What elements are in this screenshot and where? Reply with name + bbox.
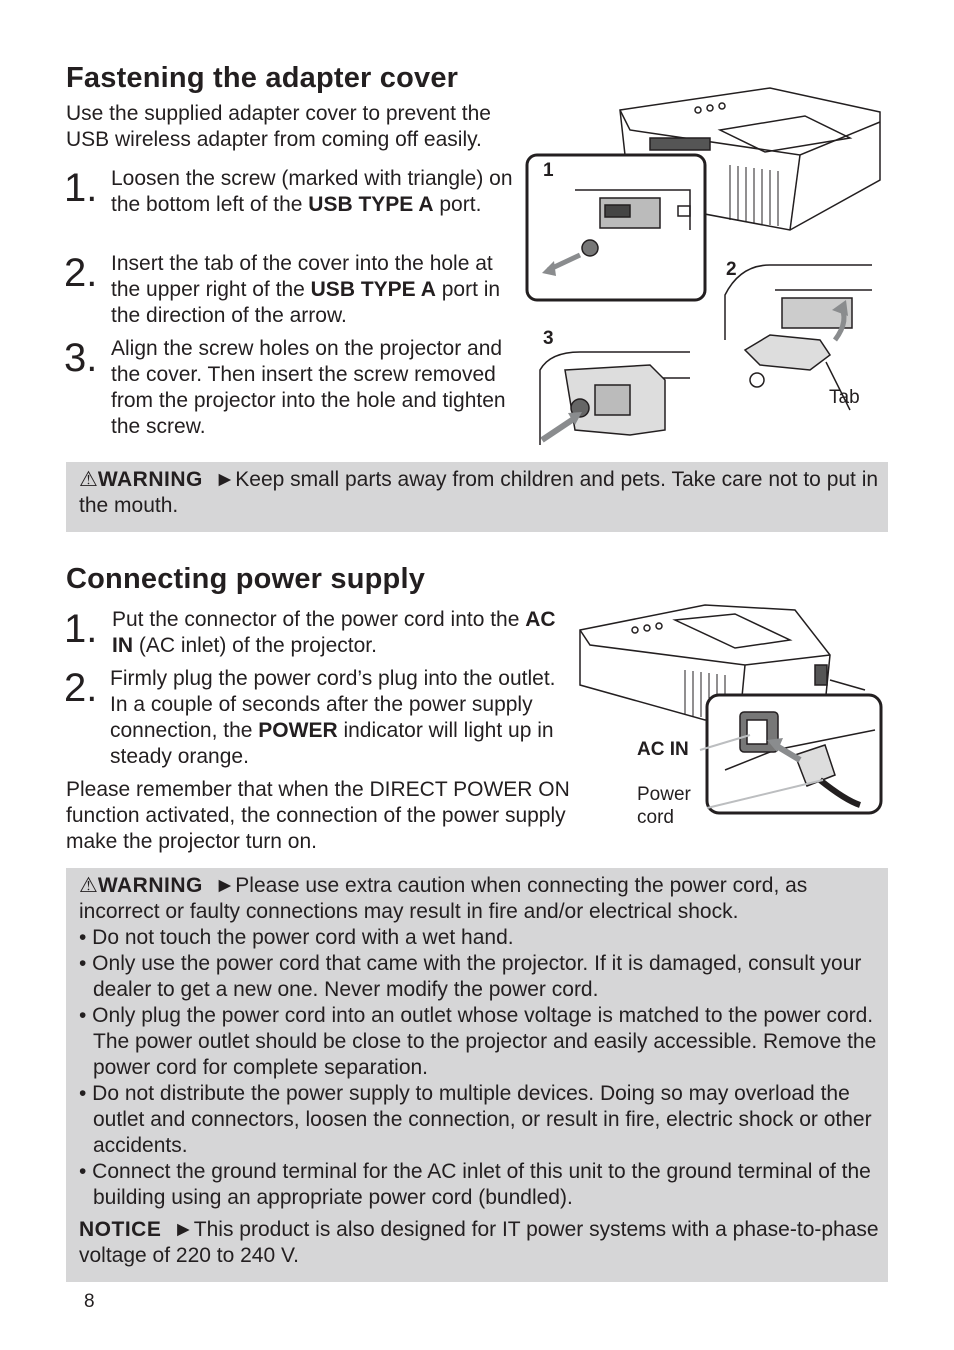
figure-label-power-cord: Power cord: [637, 784, 691, 828]
direct-power-on-note: Please remember that when the DIRECT POW…: [66, 778, 570, 853]
step-text: Loosen the screw (marked with triangle) …: [111, 167, 513, 216]
power-step-1: 1. Put the connector of the power cord i…: [64, 607, 564, 663]
warning-bullet: • Only use the power cord that came with…: [79, 952, 862, 1001]
adapter-step-1: 1. Loosen the screw (marked with triangl…: [64, 166, 524, 246]
figure-label-3: 3: [543, 328, 554, 349]
adapter-cover-intro: Use the supplied adapter cover to preven…: [66, 102, 491, 151]
step-text: Align the screw holes on the projector a…: [111, 337, 506, 438]
step-number: 1.: [64, 607, 98, 651]
warning-content: ⚠WARNING ►Please use extra caution when …: [79, 873, 879, 1269]
power-supply-illustration: [579, 604, 883, 815]
notice-text: NOTICE ►This product is also designed fo…: [79, 1218, 879, 1267]
step-number: 1.: [64, 166, 98, 210]
power-step-2: 2. Firmly plug the power cord’s plug int…: [64, 666, 574, 771]
warning-bullet: • Only plug the power cord into an outle…: [79, 1004, 877, 1079]
warning-intro: ⚠WARNING ►Please use extra caution when …: [79, 874, 808, 923]
step-number: 2.: [64, 666, 98, 710]
warning-icon: ⚠: [79, 874, 98, 897]
warning-label: WARNING: [97, 468, 203, 491]
warning-bullet: • Do not touch the power cord with a wet…: [79, 926, 514, 949]
step-text: Put the connector of the power cord into…: [112, 608, 556, 657]
warning-box-small-parts: ⚠WARNING ►Keep small parts away from chi…: [66, 462, 888, 532]
warning-bullet: • Do not distribute the power supply to …: [79, 1082, 872, 1157]
section-title-adapter-cover: Fastening the adapter cover: [66, 62, 459, 94]
warning-text: ⚠WARNING ►Keep small parts away from chi…: [79, 468, 879, 517]
warning-icon: ⚠: [79, 468, 98, 491]
warning-label: WARNING: [97, 874, 203, 897]
adapter-cover-illustration: [525, 87, 881, 445]
warning-bullet: • Connect the ground terminal for the AC…: [79, 1160, 871, 1209]
figure-label-1: 1: [543, 160, 554, 181]
figure-label-tab: Tab: [829, 387, 860, 408]
step-number: 2.: [64, 251, 98, 295]
page-number: 8: [84, 1291, 95, 1312]
adapter-step-2: 2. Insert the tab of the cover into the …: [64, 251, 524, 331]
step-text: Insert the tab of the cover into the hol…: [111, 252, 501, 327]
notice-label: NOTICE: [79, 1218, 162, 1241]
figure-label-2: 2: [726, 259, 737, 280]
step-number: 3.: [64, 336, 98, 380]
step-text: Firmly plug the power cord’s plug into t…: [110, 667, 556, 768]
warning-box-power-cord: ⚠WARNING ►Please use extra caution when …: [66, 868, 888, 1282]
section-title-power-supply: Connecting power supply: [66, 563, 426, 595]
figure-label-ac-in: AC IN: [637, 739, 689, 760]
adapter-step-3: 3. Align the screw holes on the projecto…: [64, 336, 524, 446]
